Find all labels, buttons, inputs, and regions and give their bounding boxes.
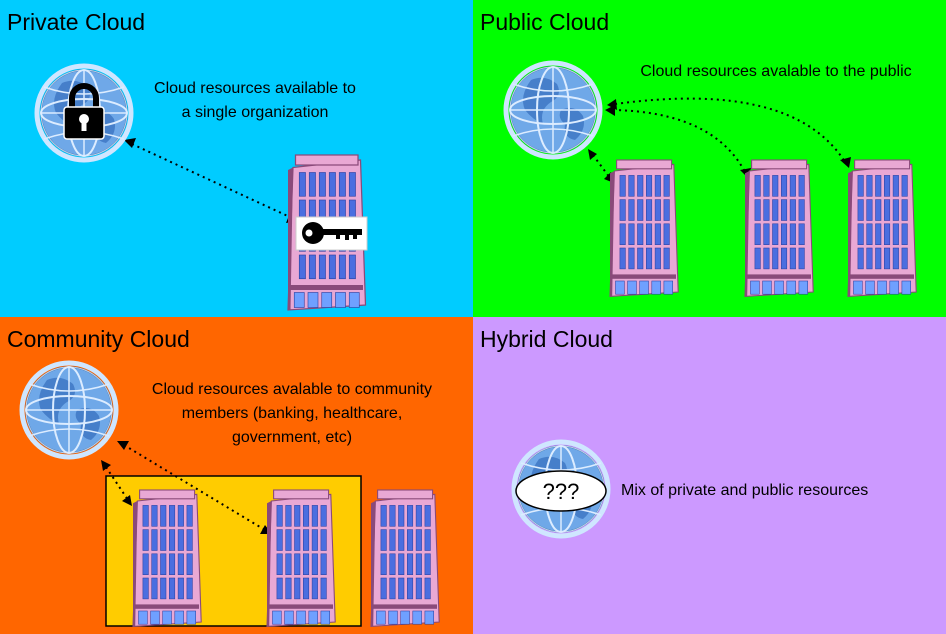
hybrid-globe-label: ??? — [543, 479, 580, 504]
public-cloud-title: Public Cloud — [480, 9, 610, 35]
hybrid-cloud-graphics: ??? — [511, 439, 611, 539]
hybrid-cloud-description: Mix of private and public resources — [621, 479, 868, 503]
building-icon — [370, 489, 440, 627]
description-line: a single organization — [181, 104, 329, 121]
community-cloud-title: Community Cloud — [7, 326, 190, 352]
description-line: members (banking, healthcare, — [181, 405, 403, 422]
community-cloud-panel: Community Cloud Cloud resources avalable… — [0, 317, 473, 634]
public-cloud-panel: Public Cloud Cloud resources avalable to… — [473, 0, 946, 317]
public-cloud-graphics — [503, 60, 917, 297]
private-cloud-graphics — [34, 63, 368, 311]
description-line: Cloud resources available to — [154, 80, 356, 97]
globe-icon — [503, 60, 603, 160]
connection-arrow — [607, 97, 851, 168]
hybrid-cloud-title: Hybrid Cloud — [480, 326, 613, 352]
hybrid-cloud-panel: Hybrid Cloud ??? Mix of private and publ… — [473, 317, 946, 634]
description-line: government, etc) — [231, 429, 353, 446]
private-cloud-description: Cloud resources available to a single or… — [130, 77, 380, 125]
building-icon — [744, 159, 814, 297]
description-line: Cloud resources avalable to community — [151, 381, 433, 398]
community-cloud-description: Cloud resources avalable to community me… — [122, 378, 462, 450]
building-icon — [847, 159, 917, 297]
connection-arrow — [124, 138, 298, 223]
globe-icon — [19, 360, 119, 460]
building-icon — [132, 489, 202, 627]
connection-arrow — [101, 460, 132, 506]
speech-bubble-icon: ??? — [515, 470, 607, 512]
building-icon — [609, 159, 679, 297]
description-line: Mix of private and public resources — [621, 482, 869, 499]
community-cloud-graphics — [19, 360, 440, 627]
private-cloud-panel: Private Cloud Cloud resources available … — [0, 0, 473, 317]
description-line: Cloud resources avalable to the public — [640, 63, 912, 80]
globe-icon — [34, 63, 134, 163]
building-icon — [266, 489, 336, 627]
public-cloud-description: Cloud resources avalable to the public — [611, 60, 941, 84]
private-cloud-title: Private Cloud — [7, 9, 146, 35]
padlock-icon — [63, 83, 105, 140]
key-icon — [295, 216, 368, 251]
